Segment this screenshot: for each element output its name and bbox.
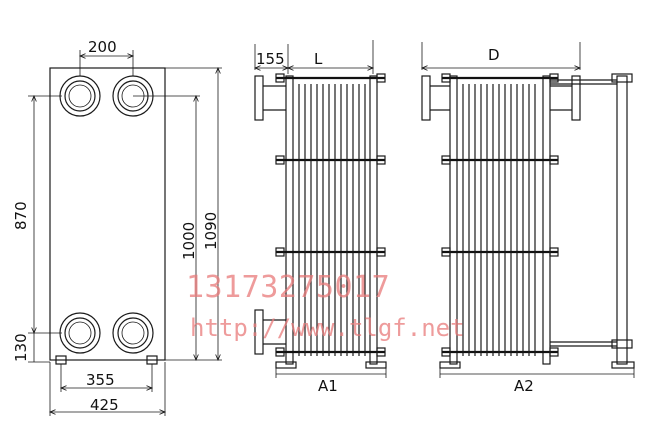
dim-port-spacing: 200 — [88, 38, 117, 56]
front-view: 200 870 130 1000 1090 355 425 — [12, 38, 222, 416]
plate-pack-a2 — [462, 84, 536, 356]
dim-depth-label: D — [488, 46, 500, 64]
dim-port-offset: 155 — [256, 50, 285, 68]
dim-overall-height: 1090 — [202, 212, 220, 250]
dim-plate-height: 1000 — [180, 222, 198, 260]
watermark-url: http://www.tlgf.net — [190, 314, 465, 342]
label-view-a2: A2 — [514, 377, 534, 395]
side-view-a2: D A2 — [422, 42, 635, 395]
dim-port-horizontal: 355 — [86, 371, 115, 389]
plate-pack-a1 — [298, 84, 366, 356]
dim-bottom-offset: 130 — [12, 333, 30, 362]
port-bottom-right — [112, 312, 154, 354]
port-top-left — [59, 75, 101, 117]
dim-length-label: L — [314, 50, 323, 68]
label-view-a1: A1 — [318, 377, 338, 395]
watermark-phone: 13173275017 — [186, 270, 390, 305]
side-view-a1: 155 L A1 — [255, 40, 387, 395]
dim-overall-width: 425 — [90, 396, 119, 414]
dim-port-vertical: 870 — [12, 201, 30, 230]
port-bottom-left — [59, 312, 101, 354]
